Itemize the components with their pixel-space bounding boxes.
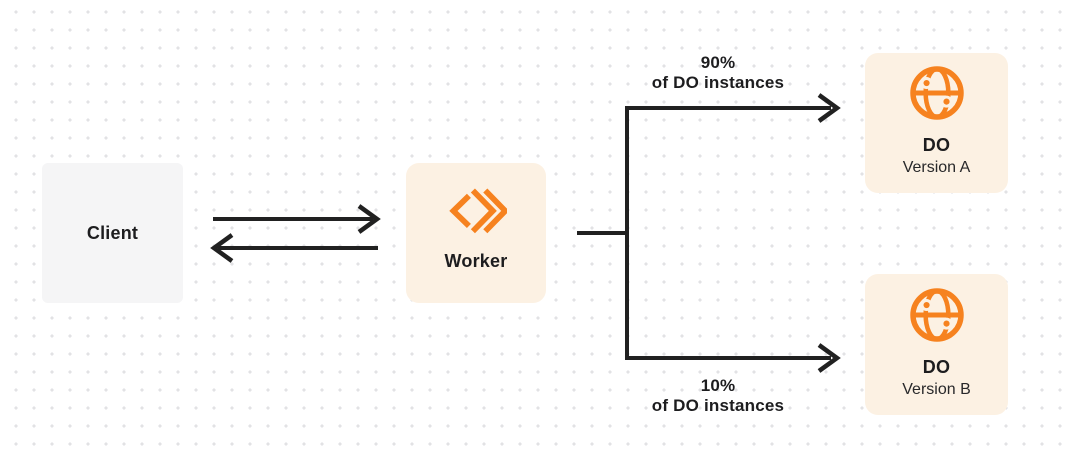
arrowhead-to-do-b	[817, 343, 841, 373]
branch-label-10: 10% of DO instances	[632, 376, 804, 416]
do-b-title: DO	[922, 357, 951, 377]
worker-node: Worker	[406, 163, 546, 303]
globe-nodes-icon	[909, 288, 964, 342]
client-label: Client	[86, 222, 139, 243]
arrow-client-to-worker	[213, 204, 381, 234]
branch-label-90: 90% of DO instances	[632, 53, 804, 93]
do-version-a-node: DO Version A	[865, 53, 1008, 193]
branch-90-percent: 90%	[700, 53, 736, 72]
branch-10-percent: 10%	[700, 376, 736, 395]
branch-10-caption: of DO instances	[651, 396, 785, 415]
do-a-title: DO	[922, 135, 951, 155]
do-a-subtitle: Version A	[902, 159, 971, 176]
arrow-worker-to-client	[210, 233, 378, 263]
globe-nodes-icon	[909, 66, 964, 120]
branch-split-lines	[625, 93, 841, 373]
code-chevrons-icon	[449, 188, 507, 234]
worker-label: Worker	[444, 251, 508, 271]
do-b-subtitle: Version B	[902, 381, 971, 398]
arrowhead-to-do-a	[817, 93, 841, 123]
do-version-b-node: DO Version B	[865, 274, 1008, 415]
client-node: Client	[42, 163, 183, 303]
branch-90-caption: of DO instances	[651, 73, 785, 92]
